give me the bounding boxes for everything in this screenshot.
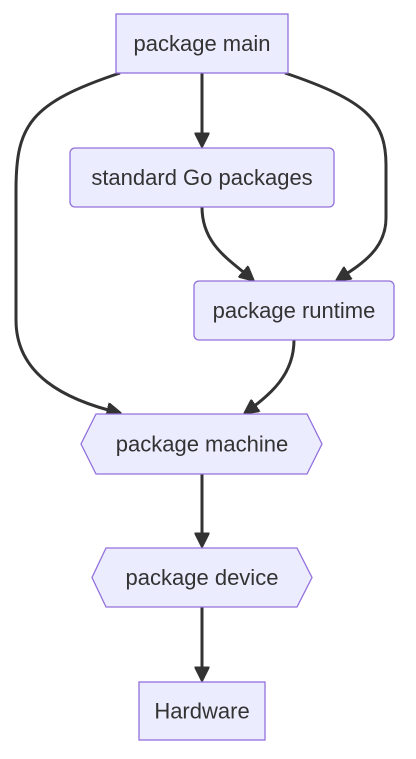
edges (14, 71, 388, 680)
edge-main-to-machine (14, 71, 120, 413)
node-standard-go-packages: standard Go packages (69, 147, 335, 208)
node-standard-go-packages-box (69, 147, 335, 208)
node-package-device-label: package device (126, 565, 279, 590)
node-standard-go-packages-label: standard Go packages (91, 165, 312, 190)
node-package-device-hexagon (91, 547, 313, 608)
node-package-machine: package machine (80, 413, 323, 475)
node-package-main-label: package main (134, 31, 271, 56)
edge-runtime-to-machine (245, 339, 296, 413)
node-hardware-box (138, 681, 266, 741)
edge-main-to-runtime (284, 71, 388, 280)
edge-std-to-runtime (200, 206, 253, 280)
node-package-runtime: package runtime (193, 280, 395, 341)
node-package-main: package main (115, 13, 289, 74)
node-package-machine-label: package machine (116, 432, 288, 457)
node-package-runtime-box (193, 280, 395, 341)
node-hardware-label: Hardware (154, 699, 249, 724)
node-package-runtime-label: package runtime (213, 298, 376, 323)
node-hardware: Hardware (138, 681, 266, 741)
node-package-device: package device (91, 547, 313, 608)
node-package-main-box (115, 13, 289, 74)
node-package-machine-hexagon (80, 413, 323, 475)
